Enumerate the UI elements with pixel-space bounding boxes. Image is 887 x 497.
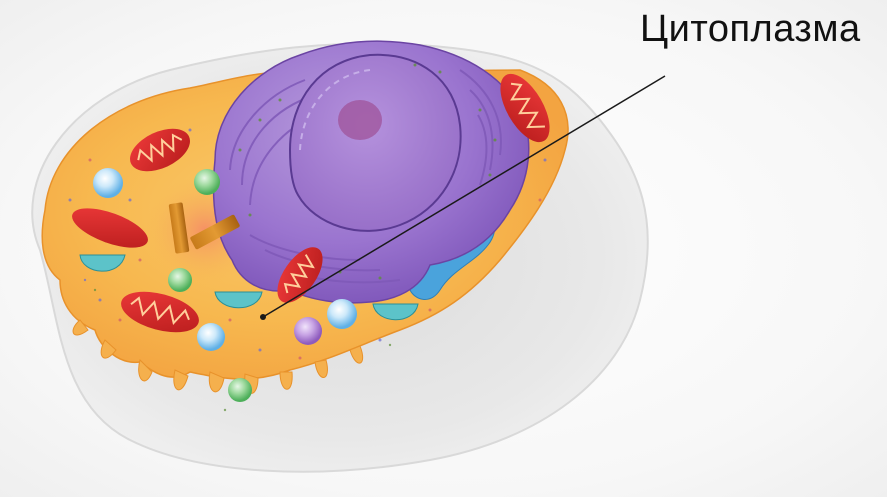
- label-pointer-dot: [260, 314, 266, 320]
- cytoplasm-label: Цитоплазма: [640, 4, 885, 54]
- nucleolus: [338, 100, 382, 140]
